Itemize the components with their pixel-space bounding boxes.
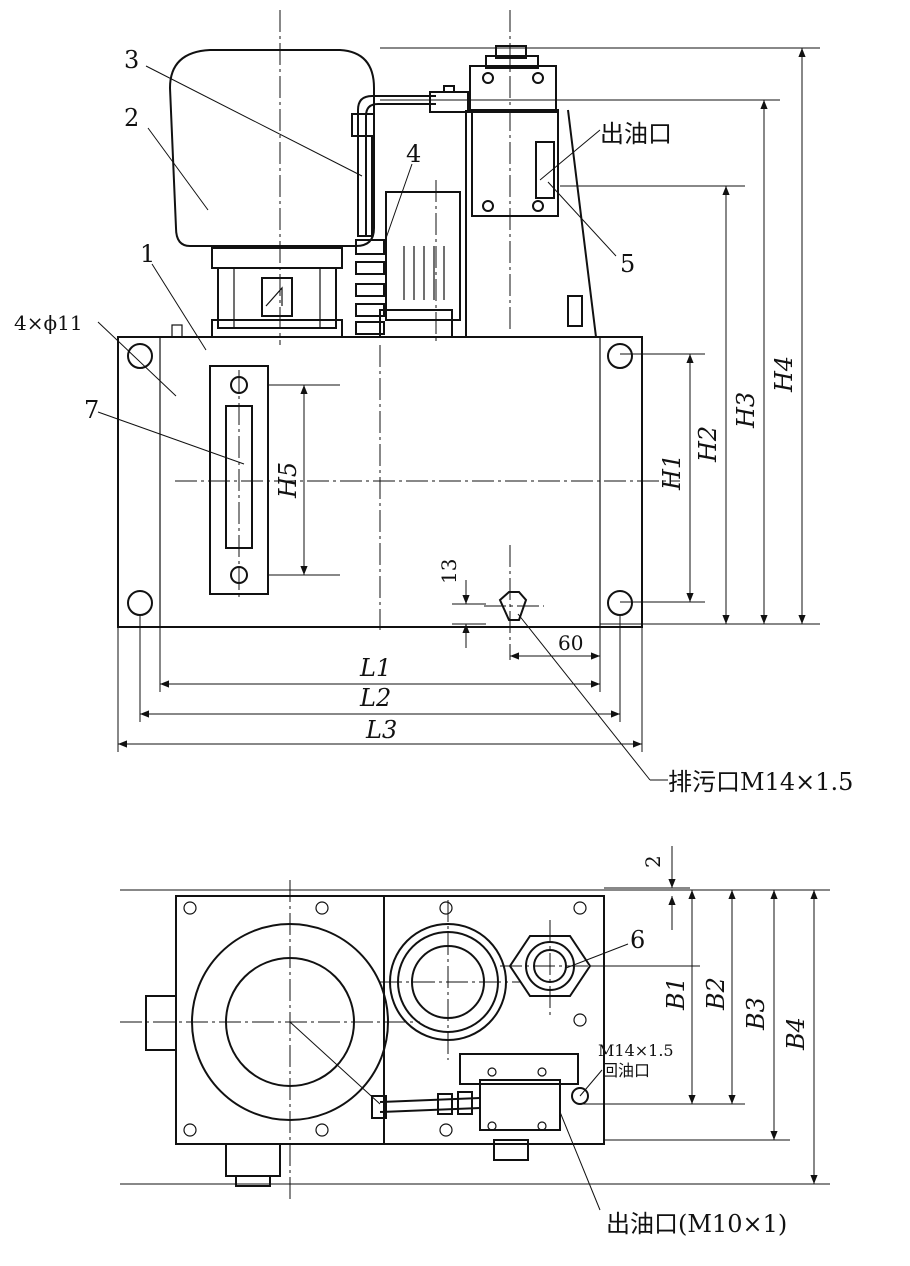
top-holes (183, 901, 587, 1137)
front-leaders (97, 65, 668, 781)
top-width-dimensions (120, 846, 830, 1185)
dim-H3: H3 (732, 392, 760, 429)
front-height-dimensions (268, 47, 820, 625)
dim-13: 13 (437, 559, 461, 584)
return-port-size: M14×1.5 (598, 1041, 674, 1060)
dim-L3: L3 (365, 716, 397, 744)
dim-H1: H1 (658, 454, 686, 491)
dim-H5: H5 (274, 462, 302, 499)
pipe-top (371, 1091, 481, 1119)
motor (168, 49, 375, 338)
part-number-3: 3 (124, 46, 139, 74)
filter-stack (355, 191, 461, 338)
dim-B4: B4 (782, 1017, 810, 1051)
top-leaders (559, 943, 629, 1211)
valve-block (459, 1053, 589, 1131)
dim-60: 60 (558, 631, 583, 655)
valve-tower (465, 45, 598, 338)
outlet-label: 出油口 (600, 120, 672, 148)
dim-L2: L2 (359, 684, 391, 712)
dim-B3: B3 (742, 997, 770, 1031)
dim-H4: H4 (770, 356, 798, 393)
part-number-6: 6 (630, 926, 645, 954)
part-number-2: 2 (124, 104, 139, 132)
drain-label: 排污口M14×1.5 (668, 768, 853, 796)
dim-L1: L1 (359, 654, 391, 682)
top-outline (145, 895, 605, 1187)
return-port-label: 回油口 (602, 1061, 650, 1080)
part-number-4: 4 (406, 140, 421, 168)
part-number-1: 1 (140, 240, 155, 268)
front-view: 3 2 1 4 5 7 4×ϕ11 出油口 排污口M14×1.5 60 13 L… (14, 10, 853, 796)
front-length-dimensions (117, 580, 643, 752)
dim-2: 2 (641, 855, 665, 868)
part-number-5: 5 (620, 250, 635, 278)
front-centerlines (175, 10, 680, 660)
part-number-7: 7 (84, 396, 99, 424)
pressure-pipe (351, 85, 469, 237)
outlet-port-label: 出油口(M10×1) (606, 1210, 787, 1238)
top-centerlines (120, 880, 600, 1200)
dim-B2: B2 (702, 977, 730, 1011)
dim-B1: B1 (662, 977, 690, 1011)
top-view: 6 2 B1 B2 B3 B4 M14×1.5 回油口 出油口(M10×1) (120, 846, 830, 1238)
hole-callout: 4×ϕ11 (14, 311, 83, 335)
dim-H2: H2 (694, 426, 722, 463)
drain-plug (498, 591, 528, 621)
